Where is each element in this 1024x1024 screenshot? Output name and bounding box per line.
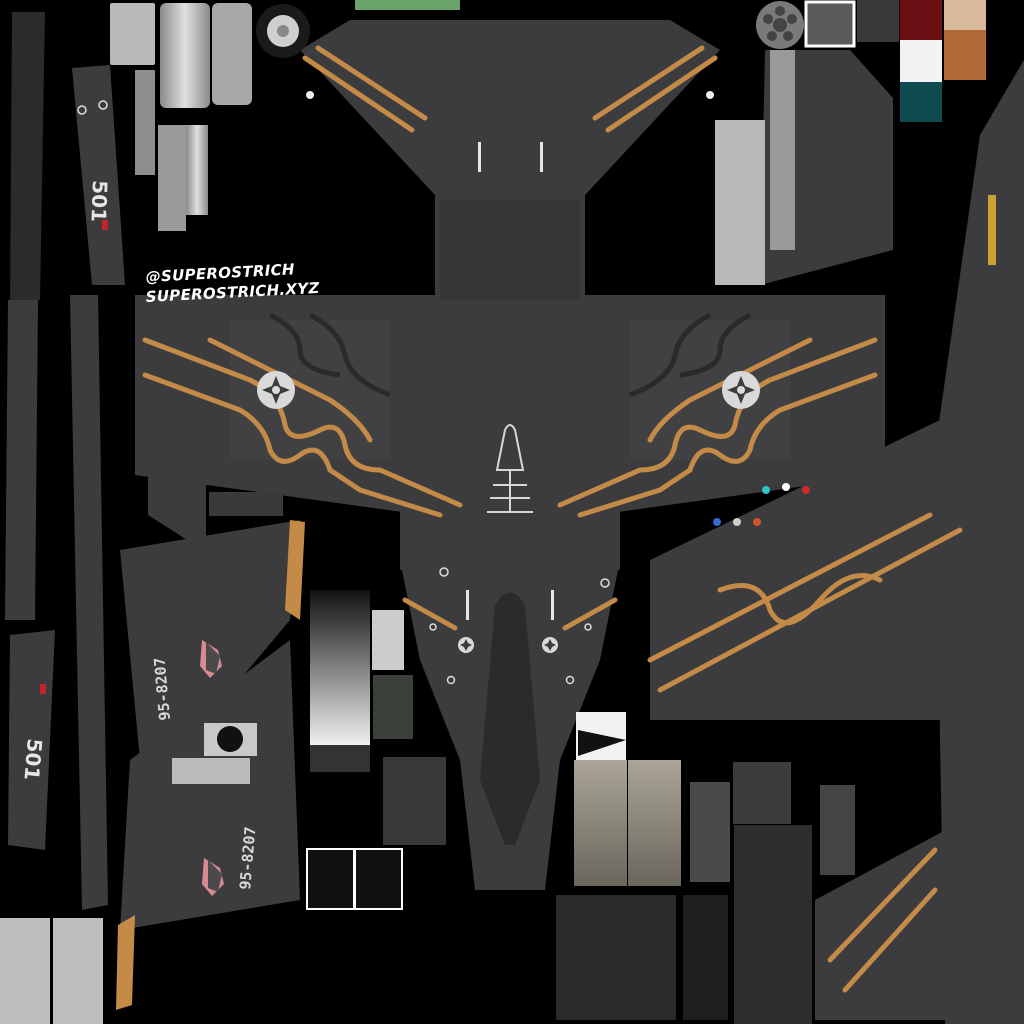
canopy-outline-icon bbox=[487, 424, 533, 513]
swatch-gray bbox=[804, 0, 856, 48]
swatch-white bbox=[900, 40, 942, 82]
star-roundel-icon bbox=[542, 637, 558, 653]
nav-lights bbox=[713, 483, 810, 526]
star-roundel-icon bbox=[722, 371, 760, 409]
right-parts bbox=[647, 50, 1024, 1024]
serial-upper: 95-8207 bbox=[151, 657, 174, 722]
fuselage-top bbox=[135, 20, 885, 890]
landing-wheel-icon bbox=[256, 4, 310, 58]
star-roundel-icon bbox=[257, 371, 295, 409]
right-canard bbox=[585, 20, 720, 195]
landing-wheel-icon bbox=[756, 1, 804, 49]
detail-blocks bbox=[0, 492, 855, 1024]
metal-parts bbox=[110, 0, 804, 231]
left-canard bbox=[300, 20, 435, 195]
tail-number-top: 501 bbox=[87, 180, 112, 223]
winged-emblem-icon bbox=[202, 858, 224, 896]
winged-emblem-icon bbox=[200, 640, 222, 678]
serial-lower: 95-8207 bbox=[236, 826, 259, 891]
tail-number-bottom: 501 bbox=[19, 738, 47, 782]
tail-fins: 95-8207 95-8207 bbox=[116, 446, 305, 1010]
swatch-dark-red bbox=[900, 0, 942, 40]
star-roundel-icon bbox=[458, 637, 474, 653]
swatch-teal bbox=[900, 82, 942, 122]
left-strip-parts: 501 501 bbox=[5, 12, 125, 910]
color-swatches bbox=[804, 0, 986, 122]
